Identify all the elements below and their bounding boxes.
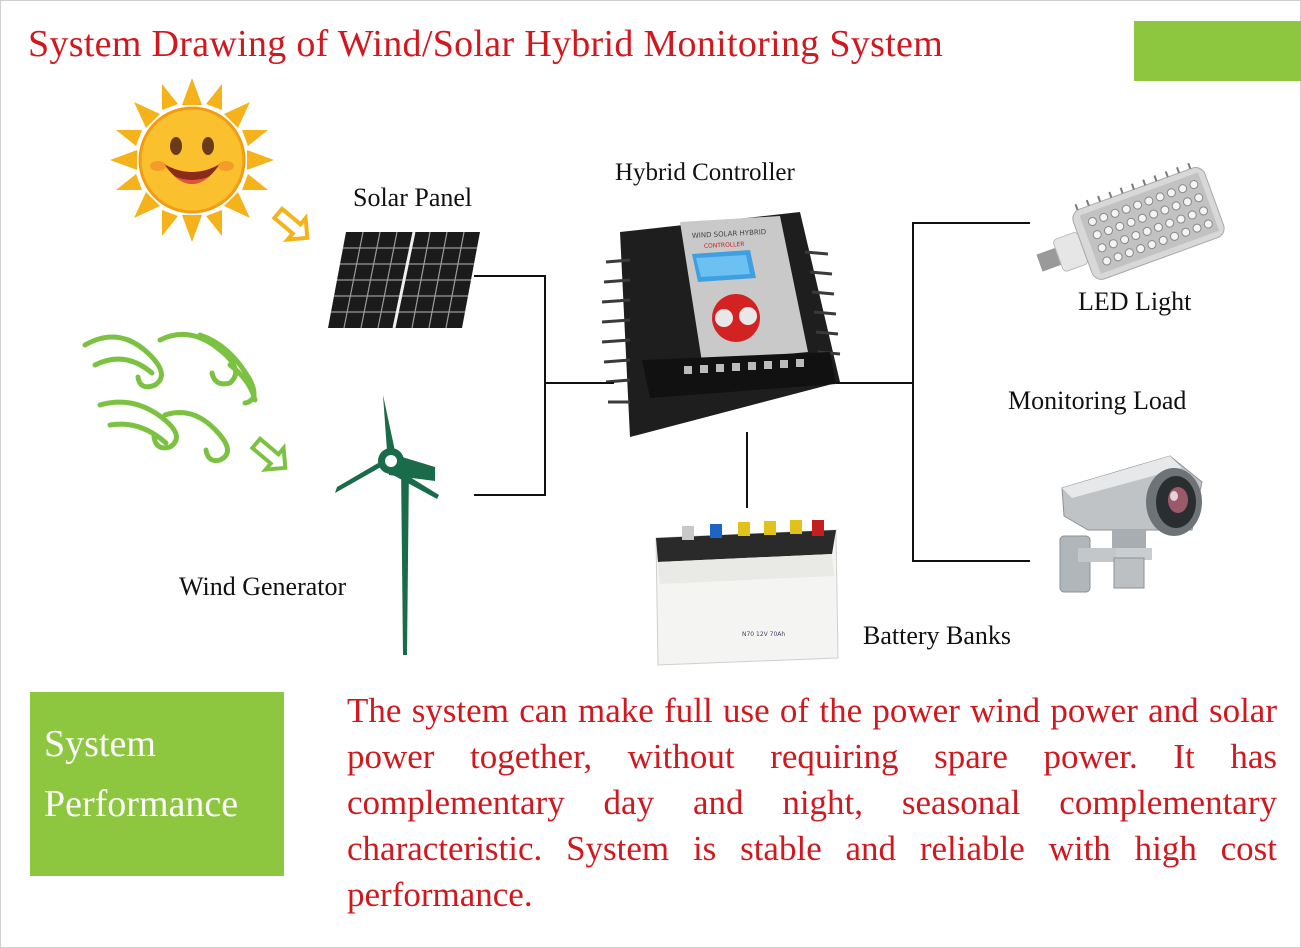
label-solar-panel: Solar Panel [353,183,473,212]
label-wind-generator: Wind Generator [179,572,347,601]
hybrid-controller-icon: WIND SOLAR HYBRID CONTROLLER [601,212,841,437]
wire-generation-bus [544,275,546,496]
security-camera-icon [1059,455,1203,593]
wire-to-battery [746,432,748,508]
performance-line1: System [44,723,156,765]
battery-icon: N70 12V 70Ah [655,520,839,666]
performance-description: The system can make full use of the powe… [347,691,1277,914]
wire-controller-out [836,382,914,384]
wire-solar-out [474,275,546,277]
svg-text:CONTROLLER: CONTROLLER [704,241,745,250]
performance-line2: Performance [44,783,239,825]
label-monitoring-load: Monitoring Load [1008,386,1187,415]
wire-to-camera [912,560,1030,562]
wire-wind-out [474,494,546,496]
page-title: System Drawing of Wind/Solar Hybrid Moni… [28,23,944,65]
led-light-icon [1036,162,1225,280]
wire-load-bus [912,222,914,562]
title-accent-bar [1134,21,1301,81]
wind-turbine-icon [335,395,439,655]
wind-gust-icon [82,331,288,472]
performance-box: System Performance [30,692,284,876]
svg-text:N70 12V 70Ah: N70 12V 70Ah [742,631,785,638]
sun-icon [110,78,310,242]
wire-to-controller [544,382,614,384]
svg-text:WIND SOLAR HYBRID: WIND SOLAR HYBRID [692,228,767,240]
wire-to-led [912,222,1030,224]
label-battery-banks: Battery Banks [863,621,1012,650]
label-led-light: LED Light [1078,287,1192,316]
solar-panel-icon [328,231,480,329]
label-hybrid-controller: Hybrid Controller [615,159,795,186]
